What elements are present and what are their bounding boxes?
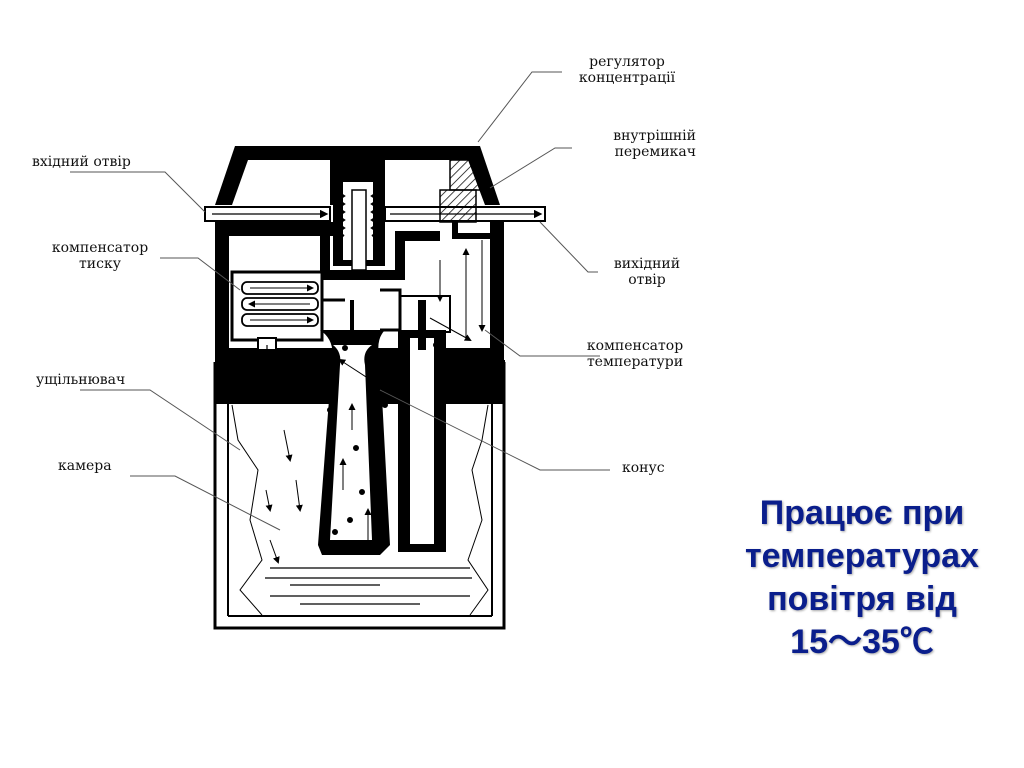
internal-switch — [439, 159, 481, 223]
label-regulator: регулятор концентрації — [552, 54, 702, 86]
label-pressure-comp-line2: тиску — [79, 256, 121, 272]
label-seal-text: ущільнювач — [36, 372, 126, 388]
label-temperature-compensator: компенсатор температури — [560, 338, 710, 370]
label-cone: конус — [622, 460, 665, 476]
label-outlet-line1: вихідний — [613, 256, 681, 272]
leader-lines — [70, 71, 610, 531]
label-outlet-line2: отвір — [628, 272, 666, 288]
caption-line4: 15～35℃ — [790, 623, 934, 661]
caption-line2: температурах — [745, 537, 979, 575]
caption: Працює при температурах повітря від 15～3… — [712, 492, 1012, 664]
label-seal: ущільнювач — [36, 372, 125, 388]
flow-arrows — [265, 233, 486, 564]
caption-line3: повітря від — [767, 580, 957, 618]
pressure-compensator — [230, 270, 324, 393]
inlet-tube — [204, 206, 331, 222]
label-chamber-text: камера — [58, 458, 112, 474]
label-regulator-line1: регулятор — [589, 54, 665, 70]
label-internal-switch-line1: внутрішній — [613, 128, 696, 144]
label-internal-switch: внутрішній перемикач — [560, 128, 696, 160]
label-inlet-text: вхідний отвір — [32, 154, 131, 170]
label-outlet: вихідний отвір — [592, 256, 702, 288]
regulator-screw — [333, 176, 385, 271]
label-regulator-line2: концентрації — [578, 70, 676, 86]
label-pressure-compensator: компенсатор тиску — [30, 240, 170, 272]
wick-outline — [231, 404, 489, 616]
label-internal-switch-line2: перемикач — [614, 144, 696, 160]
label-pressure-comp-line1: компенсатор — [51, 240, 149, 256]
label-temp-comp-line1: компенсатор — [586, 338, 684, 354]
temperature-compensator — [398, 300, 446, 552]
label-inlet: вхідний отвір — [32, 154, 131, 170]
cone — [318, 300, 390, 555]
liquid-level — [265, 567, 472, 605]
label-temp-comp-line2: температури — [586, 354, 684, 370]
label-cone-text: конус — [622, 460, 665, 476]
label-chamber: камера — [58, 458, 112, 474]
caption-line1: Працює при — [759, 494, 965, 532]
